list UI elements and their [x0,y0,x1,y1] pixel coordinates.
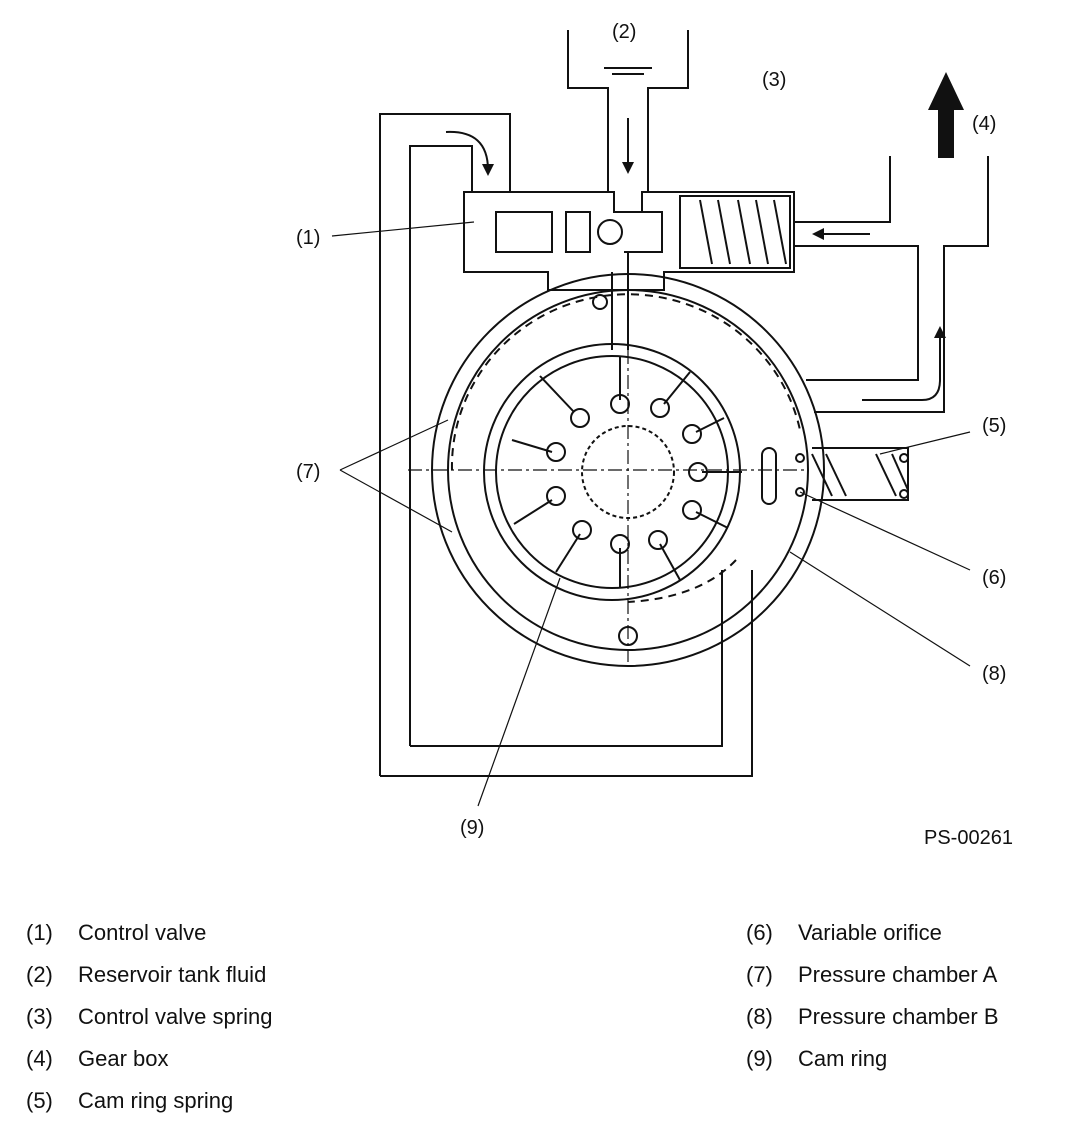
legend-item: (1) Control valve [26,912,272,954]
legend-label: Control valve spring [78,1004,273,1029]
stopper-pin [592,294,608,310]
flow-arrow-up [862,326,946,401]
control-valve [463,191,795,350]
legend-label: Cam ring spring [78,1088,234,1113]
callout-5: (5) [982,415,1006,437]
legend-num: (5) [26,1088,53,1113]
callout-3: (3) [762,69,786,91]
callout-8: (8) [982,663,1006,685]
callout-9: (9) [460,817,484,839]
legend-item: (5) Cam ring spring [26,1080,272,1122]
legend-num: (1) [26,920,53,945]
legend-label: Pressure chamber B [798,1004,999,1029]
legend-item: (2) Reservoir tank fluid [26,954,272,996]
power-steering-pump-diagram: (1) (2) (3) (4) (5) (6) (7) (8) (9) PS-0… [296,21,1013,849]
legend-num: (9) [746,1046,773,1071]
leader-lines [331,221,971,807]
legend-num: (7) [746,962,773,987]
legend-label: Gear box [78,1046,169,1071]
legend-num: (3) [26,1004,53,1029]
pivot-pin [618,626,638,646]
reservoir-tank [567,30,689,192]
legend-item: (8) Pressure chamber B [746,996,999,1038]
return-passage [379,113,753,777]
legend-num: (6) [746,920,773,945]
figure-id: PS-00261 [924,827,1013,849]
legend-item: (3) Control valve spring [26,996,272,1038]
legend-item: (4) Gear box [26,1038,272,1080]
legend-num: (8) [746,1004,773,1029]
control-valve-spring [679,195,791,269]
legend-num: (4) [26,1046,53,1071]
cam-ring [483,343,741,601]
callout-1: (1) [296,227,320,249]
flow-arrow-curve [445,130,494,176]
legend-num: (2) [26,962,53,987]
legend-label: Control valve [78,920,207,945]
legend-label: Variable orifice [798,920,942,945]
legend-right: (6) Variable orifice (7) Pressure chambe… [746,912,999,1080]
rotor [511,356,742,588]
callout-7: (7) [296,461,320,483]
callout-2: (2) [612,21,636,43]
legend-label: Cam ring [798,1046,888,1071]
variable-orifice [761,447,777,505]
legend-left: (1) Control valve (2) Reservoir tank flu… [26,912,272,1122]
legend-item: (9) Cam ring [746,1038,999,1080]
center-lines [408,300,808,662]
gearbox-arrow-icon [928,72,964,158]
legend-label: Pressure chamber A [798,962,998,987]
callout-4: (4) [972,113,996,135]
legend-item: (7) Pressure chamber A [746,954,999,996]
legend-item: (6) Variable orifice [746,912,999,954]
callout-6: (6) [982,567,1006,589]
cam-ring-spring [795,447,909,501]
legend-label: Reservoir tank fluid [78,962,267,987]
gearbox-passage [794,156,989,413]
